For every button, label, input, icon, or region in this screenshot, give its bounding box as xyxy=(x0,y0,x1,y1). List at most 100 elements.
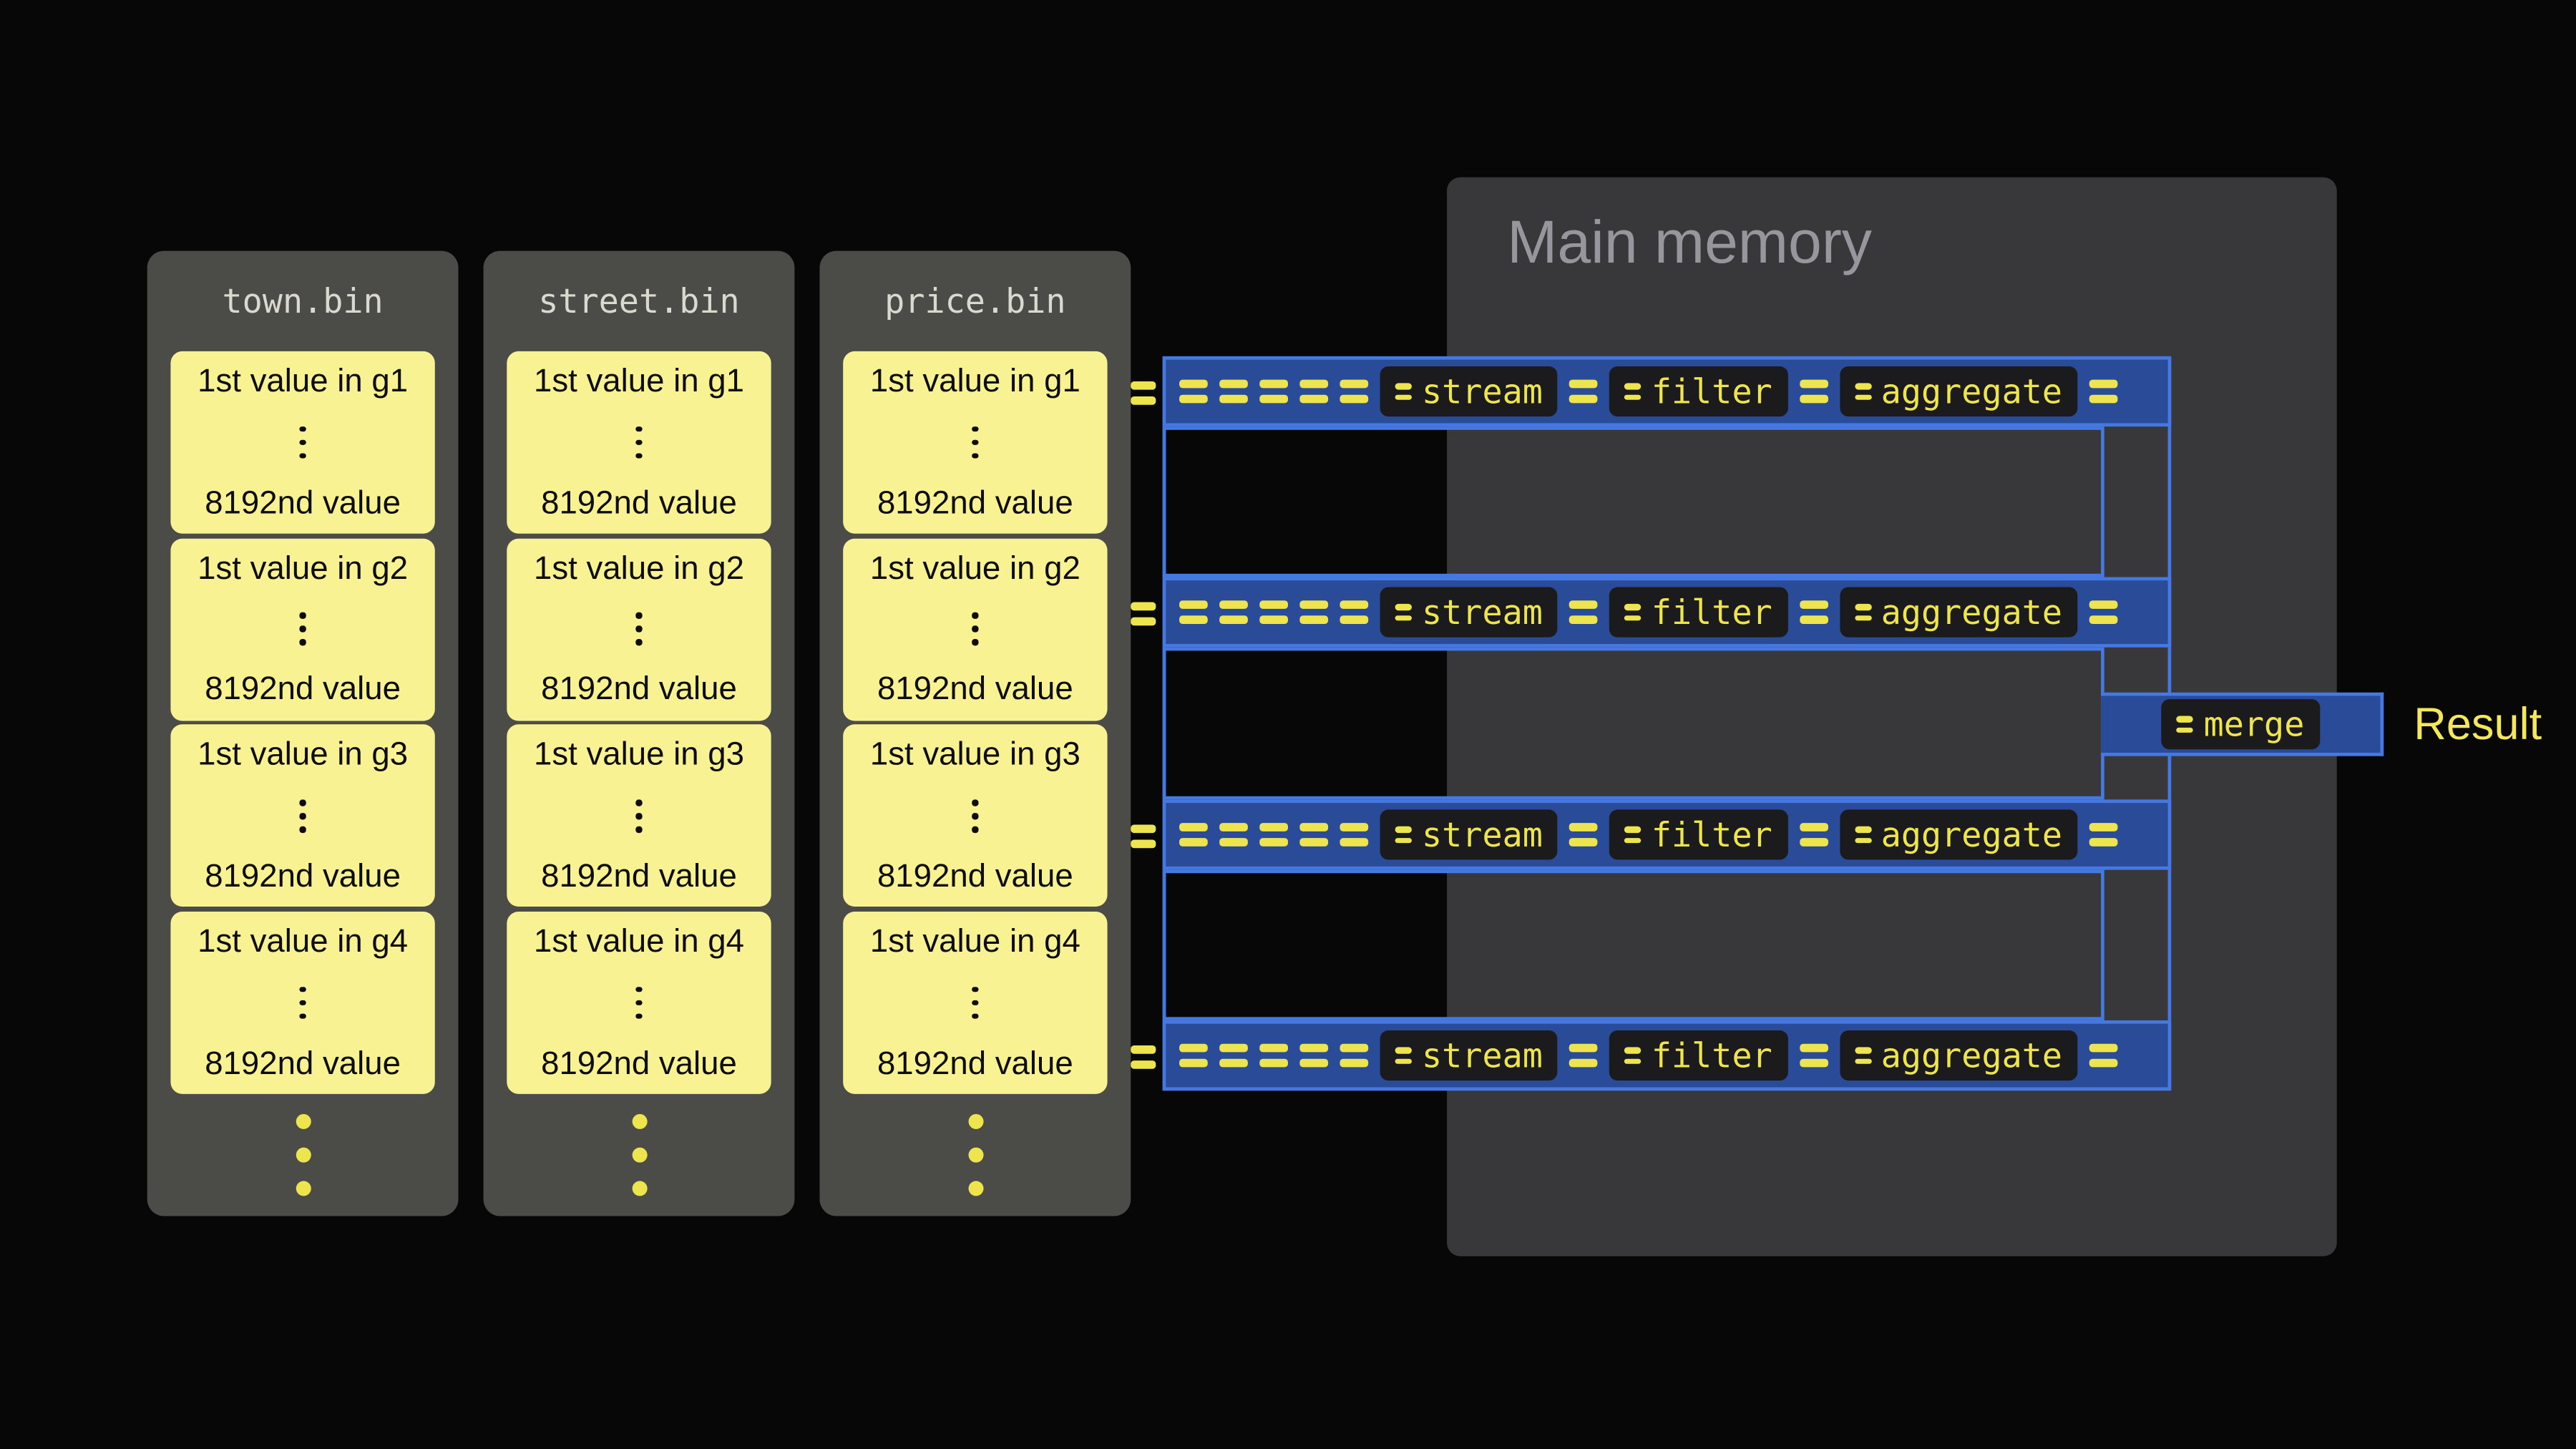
granule-first-value: 1st value in g2 xyxy=(869,550,1080,587)
granule-card: 1st value in g2 8192nd value xyxy=(843,537,1108,721)
flow-dashes-icon xyxy=(1624,384,1641,399)
granule-first-value: 1st value in g2 xyxy=(197,550,409,587)
flow-dashes-icon xyxy=(1131,824,1156,848)
bin-file-panel: town.bin 1st value in g1 8192nd value 1s… xyxy=(147,250,459,1216)
granule-last-value: 8192nd value xyxy=(541,484,737,522)
granule-card: 1st value in g4 8192nd value xyxy=(170,912,435,1094)
ellipsis-dots-icon xyxy=(972,799,978,833)
stream-operator-chip: stream xyxy=(1380,1030,1558,1081)
flow-dashes-icon xyxy=(1219,823,1248,847)
granule-card: 1st value in g2 8192nd value xyxy=(170,537,435,721)
flow-dashes-icon xyxy=(1299,1044,1329,1067)
merge-label: merge xyxy=(2203,704,2305,745)
ellipsis-dots-icon xyxy=(635,426,643,459)
granule-first-value: 1st value in g4 xyxy=(197,923,409,960)
flow-dashes-icon xyxy=(1854,384,1871,399)
ellipsis-dots-icon xyxy=(300,799,306,833)
flow-dashes-icon xyxy=(2177,716,2194,733)
granule-last-value: 8192nd value xyxy=(541,670,737,708)
bin-file-panel: street.bin 1st value in g1 8192nd value … xyxy=(483,250,795,1216)
granule-card: 1st value in g2 8192nd value xyxy=(507,537,771,721)
flow-dashes-icon xyxy=(1799,823,1828,847)
operator-label: aggregate xyxy=(1880,592,2063,633)
granule-cards: 1st value in g1 8192nd value 1st value i… xyxy=(819,351,1131,1094)
flow-dashes-icon xyxy=(1854,1048,1871,1064)
aggregate-operator-chip: aggregate xyxy=(1839,366,2078,417)
granule-last-value: 8192nd value xyxy=(205,670,401,708)
granule-card: 1st value in g3 8192nd value xyxy=(170,725,435,907)
bin-file-name: town.bin xyxy=(222,280,384,321)
flow-dashes-icon xyxy=(1299,600,1329,624)
flow-dashes-icon xyxy=(1340,823,1369,847)
operator-label: stream xyxy=(1422,592,1543,633)
flow-dashes-icon xyxy=(1179,1044,1208,1067)
more-granules-dots-icon xyxy=(819,1114,1131,1196)
flow-dashes-icon xyxy=(1340,1044,1369,1067)
flow-dashes-icon xyxy=(1340,380,1369,403)
filter-operator-chip: filter xyxy=(1609,1030,1787,1081)
more-granules-dots-icon xyxy=(484,1114,795,1196)
granule-last-value: 8192nd value xyxy=(205,484,401,522)
filter-operator-chip: filter xyxy=(1609,366,1787,417)
main-memory-title: Main memory xyxy=(1507,207,1872,276)
flow-dashes-icon xyxy=(1395,604,1412,620)
granule-last-value: 8192nd value xyxy=(205,858,401,895)
operator-label: stream xyxy=(1422,1035,1543,1076)
bin-file-panel: price.bin 1st value in g1 8192nd value 1… xyxy=(819,250,1131,1216)
ellipsis-dots-icon xyxy=(972,613,978,646)
pipeline-gap-outline xyxy=(1162,869,2104,1020)
flow-dashes-icon xyxy=(1259,600,1288,624)
operator-label: aggregate xyxy=(1880,371,2063,412)
result-label: Result xyxy=(2414,699,2542,750)
granule-card: 1st value in g1 8192nd value xyxy=(843,351,1108,534)
granule-card: 1st value in g4 8192nd value xyxy=(843,912,1108,1094)
granule-first-value: 1st value in g3 xyxy=(197,736,409,774)
granule-first-value: 1st value in g4 xyxy=(533,923,744,960)
pipeline-gap-outline xyxy=(1162,647,2104,800)
granule-first-value: 1st value in g1 xyxy=(533,363,744,400)
flow-dashes-icon xyxy=(1299,380,1329,403)
ellipsis-dots-icon xyxy=(300,613,306,646)
flow-dashes-icon xyxy=(1219,1044,1248,1067)
ellipsis-dots-icon xyxy=(635,613,643,646)
flow-dashes-icon xyxy=(1854,604,1871,620)
operator-label: stream xyxy=(1422,814,1543,855)
merge-box: merge xyxy=(2101,692,2384,756)
aggregate-operator-chip: aggregate xyxy=(1839,587,2078,638)
flow-dashes-icon xyxy=(1799,600,1828,624)
bin-file-name: price.bin xyxy=(884,280,1066,321)
aggregate-operator-chip: aggregate xyxy=(1839,1030,2078,1081)
flow-dashes-icon xyxy=(2089,380,2118,403)
flow-dashes-icon xyxy=(2089,600,2118,624)
granule-card: 1st value in g1 8192nd value xyxy=(170,351,435,534)
operator-label: aggregate xyxy=(1880,1035,2063,1076)
granule-first-value: 1st value in g2 xyxy=(533,550,744,587)
flow-dashes-icon xyxy=(1395,384,1412,399)
operator-label: filter xyxy=(1651,1035,1772,1076)
flow-dashes-icon xyxy=(1340,600,1369,624)
granule-first-value: 1st value in g1 xyxy=(197,363,409,400)
granule-card: 1st value in g3 8192nd value xyxy=(507,725,771,907)
flow-dashes-icon xyxy=(1799,380,1828,403)
merge-operator-chip: merge xyxy=(2162,699,2320,750)
granule-last-value: 8192nd value xyxy=(541,858,737,895)
flow-dashes-icon xyxy=(1179,380,1208,403)
flow-dashes-icon xyxy=(2089,1044,2118,1067)
ellipsis-dots-icon xyxy=(300,986,306,1020)
stream-operator-chip: stream xyxy=(1380,587,1558,638)
operator-label: filter xyxy=(1651,371,1772,412)
flow-dashes-icon xyxy=(1569,600,1599,624)
granule-last-value: 8192nd value xyxy=(877,670,1073,708)
flow-dashes-icon xyxy=(1569,823,1599,847)
flow-dashes-icon xyxy=(1799,1044,1828,1067)
granule-card: 1st value in g1 8192nd value xyxy=(507,351,771,534)
flow-dashes-icon xyxy=(1624,826,1641,843)
granule-last-value: 8192nd value xyxy=(877,858,1073,895)
flow-dashes-icon xyxy=(1131,381,1156,404)
stream-lane: stream filter aggregate xyxy=(1162,1020,2172,1091)
filter-operator-chip: filter xyxy=(1609,809,1787,860)
